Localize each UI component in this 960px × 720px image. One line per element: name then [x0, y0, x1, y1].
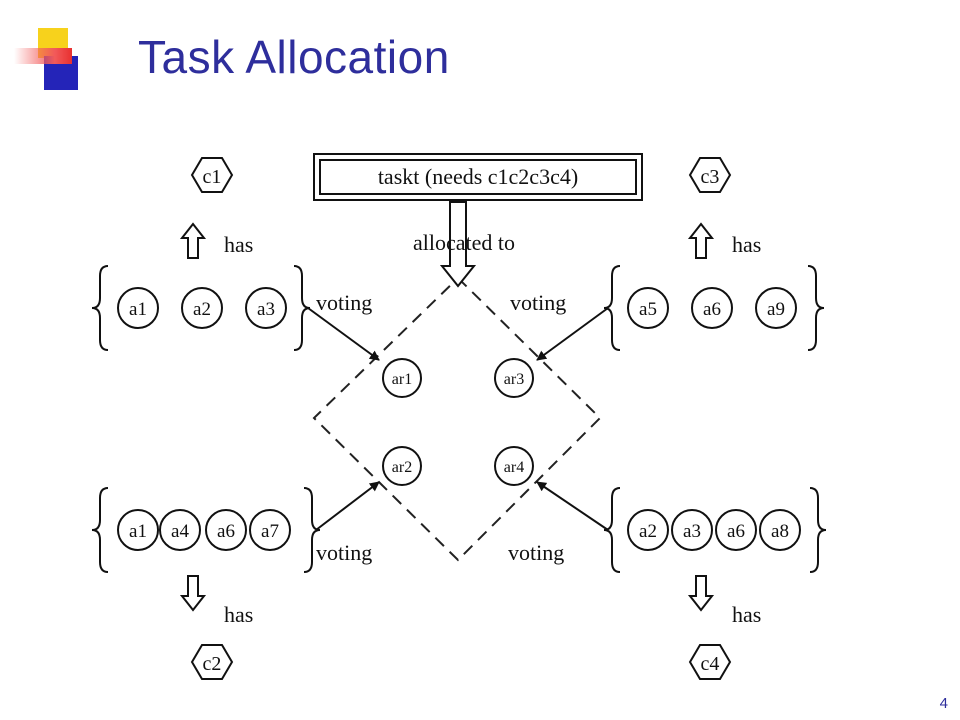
svg-text:a4: a4	[171, 521, 189, 542]
representative-ar1: ar1	[382, 358, 422, 398]
representative-ar2: ar2	[382, 446, 422, 486]
capability-c3: c3	[688, 157, 732, 193]
agent-node: a4	[159, 509, 201, 551]
agent-node: a9	[755, 287, 797, 329]
svg-text:a5: a5	[639, 299, 657, 320]
svg-text:a7: a7	[261, 521, 279, 542]
brace-group-4-left	[603, 487, 621, 573]
slide-title: Task Allocation	[138, 31, 450, 83]
svg-text:c2: c2	[203, 653, 222, 675]
task-label: taskt (needs c1c2c3c4)	[378, 164, 578, 189]
agent-node: a8	[759, 509, 801, 551]
svg-text:ar4: ar4	[504, 459, 524, 476]
voting-label-4: voting	[508, 540, 564, 565]
voting-label-3: voting	[316, 540, 372, 565]
capability-c2: c2	[190, 644, 234, 680]
svg-text:a1: a1	[129, 521, 147, 542]
brace-group-1-right	[293, 265, 311, 351]
agent-node: a6	[205, 509, 247, 551]
group-3-agents: a1 a4 a6 a7	[117, 509, 291, 551]
svg-text:a3: a3	[683, 521, 701, 542]
svg-text:c3: c3	[701, 166, 720, 188]
svg-text:c4: c4	[701, 653, 720, 675]
svg-text:a8: a8	[771, 521, 789, 542]
agent-node: a1	[117, 287, 159, 329]
slide-logo	[14, 28, 94, 90]
svg-text:c1: c1	[203, 166, 222, 188]
svg-text:a6: a6	[217, 521, 235, 542]
has-label-bottom-left: has	[224, 602, 253, 627]
brace-group-2-right	[807, 265, 825, 351]
has-arrow-top-right	[687, 222, 715, 259]
has-label-top-right: has	[732, 232, 761, 257]
svg-text:a6: a6	[727, 521, 745, 542]
voting-label-2: voting	[510, 290, 566, 315]
svg-text:ar3: ar3	[504, 371, 524, 388]
agent-node: a6	[715, 509, 757, 551]
svg-text:ar2: ar2	[392, 459, 412, 476]
brace-group-3-left	[91, 487, 109, 573]
group-1-agents: a1 a2 a3	[117, 287, 287, 329]
voting-label-1: voting	[316, 290, 372, 315]
agent-node: a3	[671, 509, 713, 551]
has-arrow-bottom-right	[687, 575, 715, 612]
agent-node: a7	[249, 509, 291, 551]
allocated-label: allocated to	[413, 230, 515, 255]
capability-c1: c1	[190, 157, 234, 193]
voting-arrow-3	[315, 481, 380, 531]
has-label-bottom-right: has	[732, 602, 761, 627]
svg-text:ar1: ar1	[392, 371, 412, 388]
svg-text:a3: a3	[257, 299, 275, 320]
svg-text:a9: a9	[767, 299, 785, 320]
logo-red-bar	[14, 48, 72, 64]
group-2-agents: a5 a6 a9	[627, 287, 797, 329]
agent-node: a2	[627, 509, 669, 551]
task-box: taskt (needs c1c2c3c4)	[313, 153, 643, 201]
has-arrow-bottom-left	[179, 575, 207, 612]
agent-node: a6	[691, 287, 733, 329]
group-4-agents: a2 a3 a6 a8	[627, 509, 801, 551]
representative-ar4: ar4	[494, 446, 534, 486]
capability-c4: c4	[688, 644, 732, 680]
svg-text:a2: a2	[639, 521, 657, 542]
allocation-diamond	[312, 276, 602, 562]
has-arrow-top-left	[179, 222, 207, 259]
voting-arrow-1	[307, 307, 380, 361]
agent-node: a5	[627, 287, 669, 329]
page-number: 4	[939, 695, 948, 712]
agent-node: a2	[181, 287, 223, 329]
svg-text:a6: a6	[703, 299, 721, 320]
representative-ar3: ar3	[494, 358, 534, 398]
allocated-arrow	[439, 201, 477, 288]
has-label-top-left: has	[224, 232, 253, 257]
agent-node: a3	[245, 287, 287, 329]
svg-text:a2: a2	[193, 299, 211, 320]
task-allocation-diagram: taskt (needs c1c2c3c4) allocated to c1 c…	[91, 153, 827, 680]
brace-group-3-right	[303, 487, 321, 573]
voting-arrow-2	[536, 307, 609, 361]
brace-group-4-right	[809, 487, 827, 573]
voting-arrow-4	[536, 481, 609, 531]
brace-group-1-left	[91, 265, 109, 351]
brace-group-2-left	[603, 265, 621, 351]
svg-text:a1: a1	[129, 299, 147, 320]
agent-node: a1	[117, 509, 159, 551]
